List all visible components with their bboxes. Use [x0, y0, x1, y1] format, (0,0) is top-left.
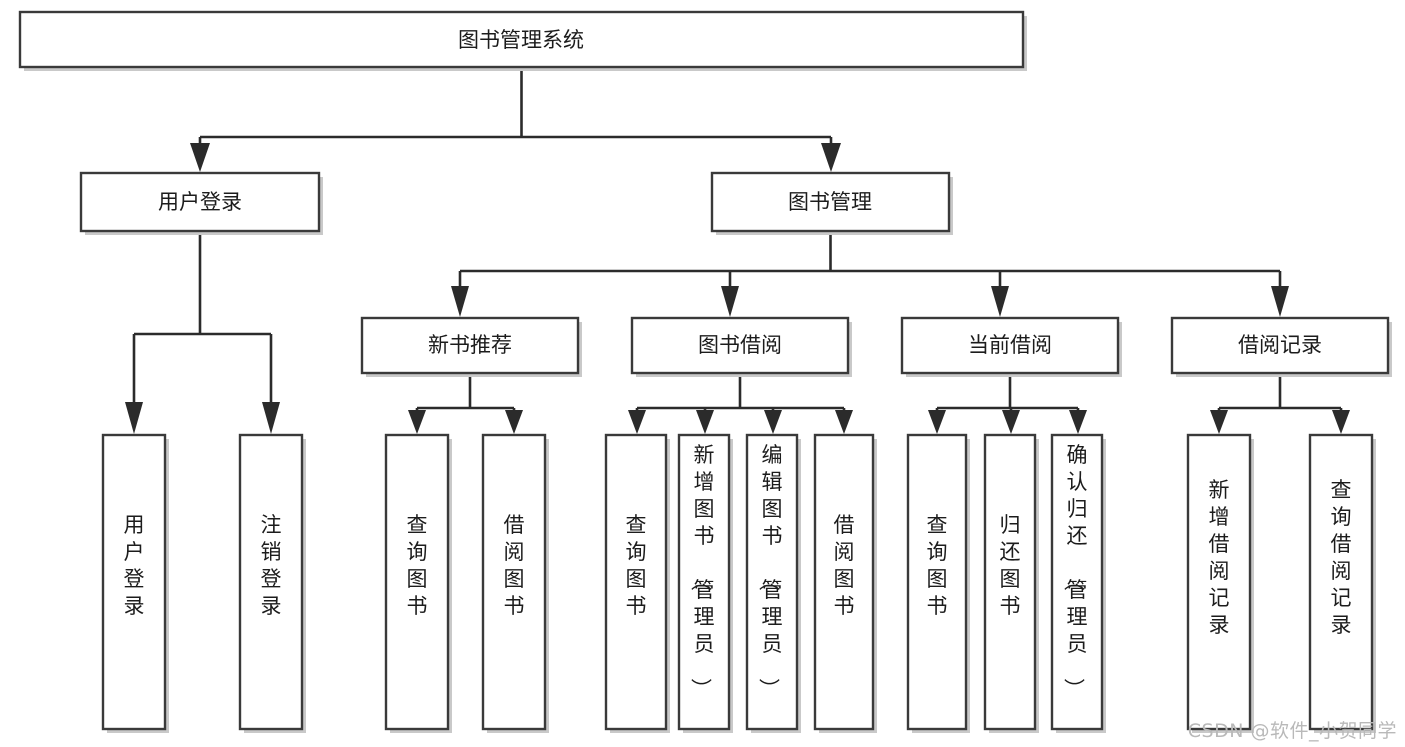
- node-current-borrow-box: [900, 316, 1120, 375]
- leaf-node-query-record[interactable]: 查询借阅记录: [1308, 433, 1376, 733]
- node-current-borrow-label: 当前借阅: [968, 333, 1052, 357]
- leaf-return-book-box: [983, 433, 1037, 731]
- arrow-head-leaf-query-book-1: [408, 410, 426, 434]
- node-book-borrow-label: 图书借阅: [698, 333, 782, 357]
- leaf-logout-label: 注销登录: [261, 513, 282, 618]
- leaf-borrow-book-2-label: 借阅图书: [834, 513, 855, 618]
- node-borrow-record[interactable]: 借阅记录: [1170, 316, 1392, 377]
- leaf-node-confirm-return[interactable]: 确认归还（管理员）: [1050, 433, 1106, 733]
- node-root[interactable]: 图书管理系统: [18, 10, 1027, 71]
- node-book-mgmt-box: [710, 171, 951, 233]
- leaf-node-return-book[interactable]: 归还图书: [983, 433, 1039, 733]
- node-root-label: 图书管理系统: [458, 28, 584, 52]
- leaf-query-book-3-box: [906, 433, 968, 731]
- node-book-mgmt[interactable]: 图书管理: [710, 171, 953, 235]
- leaf-borrow-book-1-box: [481, 433, 547, 731]
- csdn-watermark: CSDN @软件_小贺同学: [1187, 720, 1397, 742]
- leaf-return-book-label: 归还图书: [1000, 513, 1021, 618]
- node-new-book-rec-box: [360, 316, 580, 375]
- node-user-login[interactable]: 用户登录: [79, 171, 323, 235]
- leaf-borrow-book-1-label: 借阅图书: [504, 513, 525, 618]
- node-book-mgmt-label: 图书管理: [788, 190, 872, 214]
- leaf-borrow-book-2-box: [813, 433, 875, 731]
- node-current-borrow[interactable]: 当前借阅: [900, 316, 1122, 377]
- node-root-box: [18, 10, 1025, 69]
- leaf-node-borrow-book-1[interactable]: 借阅图书: [481, 433, 549, 733]
- arrow-head-leaf-add-book: [696, 410, 714, 434]
- arrow-head-leaf-return-book: [1002, 410, 1020, 434]
- node-book-borrow-box: [630, 316, 850, 375]
- node-new-book-rec[interactable]: 新书推荐: [360, 316, 582, 377]
- leaf-node-logout[interactable]: 注销登录: [238, 433, 306, 733]
- arrow-head-leaf-add-record: [1210, 410, 1228, 434]
- arrow-head-leaf-borrow-book-1: [505, 410, 523, 434]
- leaf-edit-book-label: 编辑图书（管理员）: [757, 443, 783, 699]
- leaf-add-book-label: 新增图书（管理员）: [689, 443, 715, 699]
- node-borrow-record-label: 借阅记录: [1238, 333, 1322, 357]
- leaf-node-add-book[interactable]: 新增图书（管理员）: [677, 433, 733, 733]
- arrow-head-user-login: [190, 143, 210, 172]
- leaf-confirm-return-box: [1050, 433, 1104, 731]
- leaf-query-record-box: [1308, 433, 1374, 731]
- leaf-node-user-login[interactable]: 用户登录: [101, 433, 169, 733]
- arrow-head-borrow-record: [1271, 286, 1289, 317]
- arrow-head-leaf-borrow-book-2: [835, 410, 853, 434]
- node-book-borrow[interactable]: 图书借阅: [630, 316, 852, 377]
- leaf-query-record-label: 查询借阅记录: [1331, 478, 1352, 637]
- leaf-node-query-book-2[interactable]: 查询图书: [604, 433, 670, 733]
- leaf-add-record-box: [1186, 433, 1252, 731]
- leaf-query-book-3-label: 查询图书: [927, 513, 948, 618]
- arrow-head-leaf-query-book-2: [628, 410, 646, 434]
- arrow-head-book-borrow: [721, 286, 739, 317]
- connector-layer: [125, 67, 1350, 434]
- arrow-head-leaf-user-login: [125, 402, 143, 434]
- leaf-query-book-1-label: 查询图书: [407, 513, 428, 618]
- leaf-node-edit-book[interactable]: 编辑图书（管理员）: [745, 433, 801, 733]
- leaf-add-book-box: [677, 433, 731, 731]
- arrow-head-current-borrow: [991, 286, 1009, 317]
- node-user-login-label: 用户登录: [158, 190, 242, 214]
- node-user-login-box: [79, 171, 321, 233]
- leaf-user-login-label: 用户登录: [124, 513, 145, 618]
- arrow-head-new-book-rec: [451, 286, 469, 317]
- leaf-logout-box: [238, 433, 304, 731]
- leaf-confirm-return-label: 确认归还（管理员）: [1062, 443, 1088, 699]
- leaf-node-borrow-book-2[interactable]: 借阅图书: [813, 433, 877, 733]
- arrow-head-leaf-query-book-3: [928, 410, 946, 434]
- arrow-head-book-mgmt: [821, 143, 841, 172]
- leaf-query-book-2-label: 查询图书: [626, 513, 647, 618]
- arrow-head-leaf-query-record: [1332, 410, 1350, 434]
- leaf-user-login-box: [101, 433, 167, 731]
- leaf-node-query-book-3[interactable]: 查询图书: [906, 433, 970, 733]
- leaf-add-record-label: 新增借阅记录: [1209, 478, 1230, 637]
- leaf-query-book-2-box: [604, 433, 668, 731]
- arrow-head-leaf-edit-book: [764, 410, 782, 434]
- leaf-query-book-1-box: [384, 433, 450, 731]
- leaf-edit-book-box: [745, 433, 799, 731]
- leaf-node-query-book-1[interactable]: 查询图书: [384, 433, 452, 733]
- node-borrow-record-box: [1170, 316, 1390, 375]
- arrow-head-leaf-confirm-return: [1069, 410, 1087, 434]
- leaf-node-add-record[interactable]: 新增借阅记录: [1186, 433, 1254, 733]
- arrow-head-leaf-logout: [262, 402, 280, 434]
- node-new-book-rec-label: 新书推荐: [428, 333, 512, 357]
